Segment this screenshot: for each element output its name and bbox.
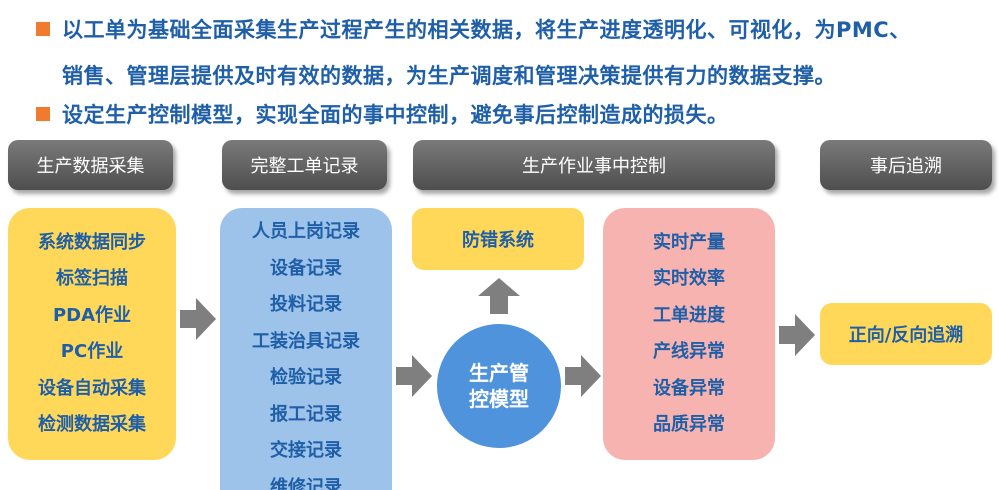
error-proof-label: 防错系统	[462, 230, 534, 251]
control-item: 实时效率	[653, 268, 725, 289]
control-item: 实时产量	[653, 231, 725, 253]
collection-item: 设备自动采集	[38, 377, 146, 399]
right-arrow-icon	[396, 355, 432, 397]
control-model-label: 生产管控模型	[469, 361, 529, 411]
record-item: 检验记录	[270, 367, 342, 388]
work-order-record-box: 人员上岗记录 设备记录 投料记录 工装治具记录 检验记录 报工记录 交接记录 维…	[220, 208, 392, 490]
intro-line-2: 设定生产控制模型，实现全面的事中控制，避免事后控制造成的损失。	[36, 99, 729, 129]
right-arrow-icon	[180, 298, 216, 340]
record-item: 交接记录	[270, 440, 342, 461]
header-data-collection: 生产数据采集	[8, 140, 173, 190]
record-item: 投料记录	[270, 294, 342, 315]
traceability-label: 正向/反向追溯	[848, 325, 964, 346]
collection-item: 标签扫描	[56, 268, 128, 289]
header-traceability: 事后追溯	[820, 140, 992, 190]
record-item: 报工记录	[270, 403, 342, 425]
control-item: 品质异常	[653, 414, 725, 435]
intro-line-1-cont: 销售、管理层提供及时有效的数据，为生产调度和管理决策提供有力的数据支撑。	[62, 64, 836, 88]
collection-item: 系统数据同步	[38, 231, 146, 253]
control-model-circle: 生产管控模型	[437, 324, 561, 448]
bullet-square-icon	[36, 107, 50, 121]
control-item: 工单进度	[653, 304, 725, 326]
data-collection-box: 系统数据同步 标签扫描 PDA作业 PC作业 设备自动采集 检测数据采集	[8, 208, 176, 460]
error-proof-box: 防错系统	[412, 208, 584, 270]
traceability-box: 正向/反向追溯	[820, 303, 992, 365]
up-arrow-icon	[478, 278, 520, 314]
header-in-process-control: 生产作业事中控制	[413, 140, 775, 190]
right-arrow-icon	[565, 355, 601, 397]
control-item: 设备异常	[653, 377, 725, 399]
record-item: 维修记录	[270, 476, 342, 490]
intro-line-1: 以工单为基础全面采集生产过程产生的相关数据，将生产进度透明化、可视化，为PMC、	[36, 14, 911, 44]
record-item: 人员上岗记录	[252, 221, 360, 242]
record-item: 设备记录	[270, 257, 342, 279]
right-arrow-icon	[779, 314, 815, 356]
collection-item: PDA作业	[52, 304, 132, 326]
collection-item: PC作业	[60, 341, 124, 362]
bullet-square-icon	[36, 22, 50, 36]
header-work-order-record: 完整工单记录	[222, 140, 387, 190]
intro-line-2-text: 设定生产控制模型，实现全面的事中控制，避免事后控制造成的损失。	[62, 103, 729, 127]
collection-item: 检测数据采集	[38, 414, 146, 435]
record-item: 工装治具记录	[252, 330, 360, 352]
control-items-box: 实时产量 实时效率 工单进度 产线异常 设备异常 品质异常	[603, 208, 775, 460]
intro-line-1-text: 以工单为基础全面采集生产过程产生的相关数据，将生产进度透明化、可视化，为PMC、	[62, 18, 911, 42]
control-item: 产线异常	[653, 341, 725, 362]
